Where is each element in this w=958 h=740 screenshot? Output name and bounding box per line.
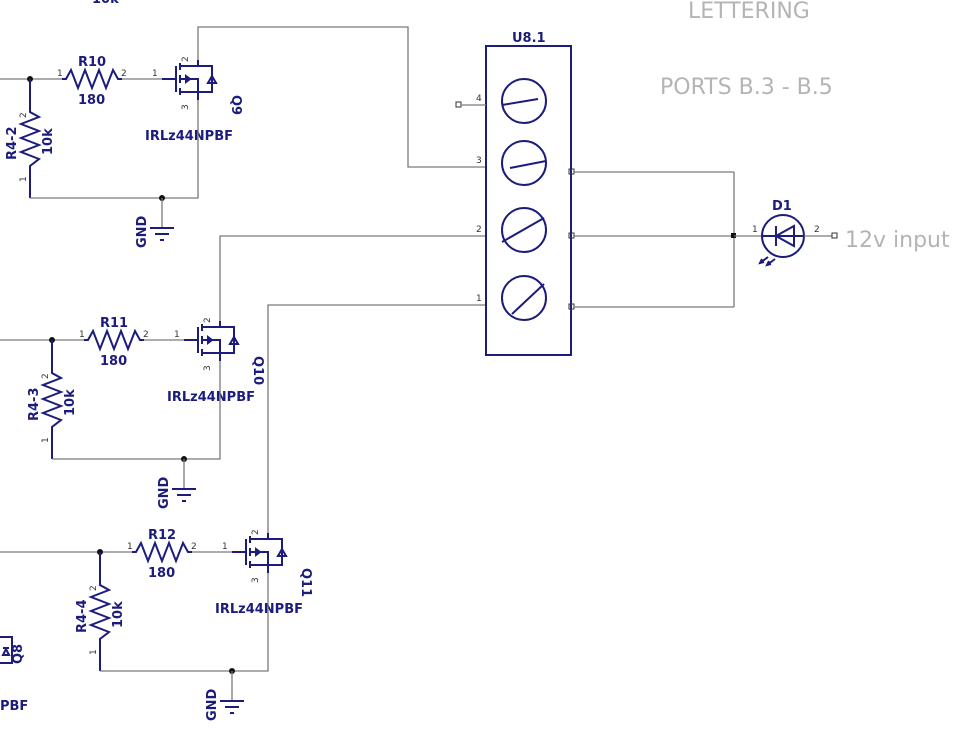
pin-number: 1 xyxy=(152,69,158,79)
pin-number: 3 xyxy=(203,365,213,371)
mosfet-part-number: IRLz44NPBF xyxy=(145,129,233,144)
pin-number: 1 xyxy=(79,330,85,340)
led-diode-icon xyxy=(762,224,804,248)
partial-q8-symbol xyxy=(0,636,13,664)
ground-wire xyxy=(30,100,199,199)
partial-top-value: 10k xyxy=(92,0,119,7)
ground-icon xyxy=(220,700,244,714)
terminal-screw-icon xyxy=(501,78,547,124)
pulldown-resistor-symbol xyxy=(40,340,64,459)
connector-pin-number: 3 xyxy=(476,156,482,166)
mosfet-label: Q9 xyxy=(228,95,243,115)
mosfet-part-number: IRLz44NPBF xyxy=(167,390,255,405)
pin-number: 3 xyxy=(181,104,191,110)
pulldown-resistor-value: 10k xyxy=(63,389,78,416)
series-resistor-symbol xyxy=(84,328,144,352)
drain-wire xyxy=(197,26,487,168)
note-ports: PORTS B.3 - B.5 xyxy=(660,75,833,100)
mosfet-label: Q11 xyxy=(298,568,313,597)
connector-pin-number: 4 xyxy=(476,94,482,104)
pulldown-resistor-symbol xyxy=(18,79,42,198)
led-light-icon xyxy=(758,256,776,267)
partial-q8-part: PBF xyxy=(0,699,28,714)
series-resistor-value: 180 xyxy=(100,354,127,369)
pin-number: 2 xyxy=(191,542,197,552)
note-lettering: LETTERING xyxy=(688,0,810,24)
ground-icon xyxy=(172,488,196,502)
ground-wire xyxy=(100,573,269,672)
pin-number: 2 xyxy=(89,585,99,591)
screw-slot xyxy=(501,217,545,243)
pin-number: 2 xyxy=(41,373,51,379)
screw-slot xyxy=(501,98,539,106)
series-resistor-symbol xyxy=(132,540,192,564)
ground-label: GND xyxy=(205,688,220,721)
pin-number: 1 xyxy=(222,542,228,552)
series-resistor-value: 180 xyxy=(78,93,105,108)
partial-q8-diode-icon xyxy=(1,646,11,656)
pin-number: 2 xyxy=(121,69,127,79)
pin-number: 2 xyxy=(203,317,213,323)
connector-pin-number: 1 xyxy=(476,294,482,304)
terminal-screw-icon xyxy=(501,207,547,253)
pin-number: 2 xyxy=(181,56,191,62)
series-resistor-value: 180 xyxy=(148,566,175,581)
pin-number: 1 xyxy=(174,330,180,340)
junction xyxy=(731,233,736,238)
ground-label: GND xyxy=(135,215,150,248)
pulldown-resistor-label: R4-2 xyxy=(5,127,20,161)
screw-slot xyxy=(509,160,547,169)
terminal-screw-icon xyxy=(501,275,547,321)
pulldown-resistor-label: R4-3 xyxy=(27,388,42,422)
terminal-screw-icon xyxy=(501,140,547,186)
drain-wire xyxy=(267,304,487,533)
series-resistor-label: R12 xyxy=(148,528,176,543)
pin-number: 2 xyxy=(143,330,149,340)
pin-number: 1 xyxy=(41,437,51,443)
partial-q8-label: Q8 xyxy=(11,644,26,664)
connector-label: U8.1 xyxy=(512,31,546,46)
connector-pin-number: 2 xyxy=(476,225,482,235)
ground-wire xyxy=(52,361,221,460)
connector-body xyxy=(485,45,572,356)
pin-end-marker xyxy=(831,232,838,239)
drain-wire xyxy=(219,235,487,321)
pulldown-resistor-value: 10k xyxy=(41,128,56,155)
series-resistor-symbol xyxy=(62,67,122,91)
pin-number: 1 xyxy=(127,542,133,552)
pin-number: 2 xyxy=(251,529,261,535)
pulldown-resistor-label: R4-4 xyxy=(75,600,90,634)
mosfet-part-number: IRLz44NPBF xyxy=(215,602,303,617)
pulldown-resistor-symbol xyxy=(88,552,112,671)
screw-slot xyxy=(511,283,545,315)
led-pin-number: 1 xyxy=(752,225,758,235)
note-12v-input: 12v input xyxy=(845,228,950,253)
pin-end-marker xyxy=(455,101,462,108)
ground-icon xyxy=(150,227,174,241)
series-resistor-label: R11 xyxy=(100,316,128,331)
pin-number: 1 xyxy=(89,649,99,655)
ground-label: GND xyxy=(157,476,172,509)
led-pin-number: 2 xyxy=(814,225,820,235)
mosfet-symbol xyxy=(179,60,218,100)
mosfet-symbol xyxy=(249,533,288,573)
pin-number: 1 xyxy=(19,176,29,182)
mosfet-symbol xyxy=(201,321,240,361)
pin-number: 2 xyxy=(19,112,29,118)
led-label: D1 xyxy=(772,199,792,214)
mosfet-label: Q10 xyxy=(250,356,265,385)
pin-number: 3 xyxy=(251,577,261,583)
series-resistor-label: R10 xyxy=(78,55,106,70)
pin-number: 1 xyxy=(57,69,63,79)
pulldown-resistor-value: 10k xyxy=(111,601,126,628)
